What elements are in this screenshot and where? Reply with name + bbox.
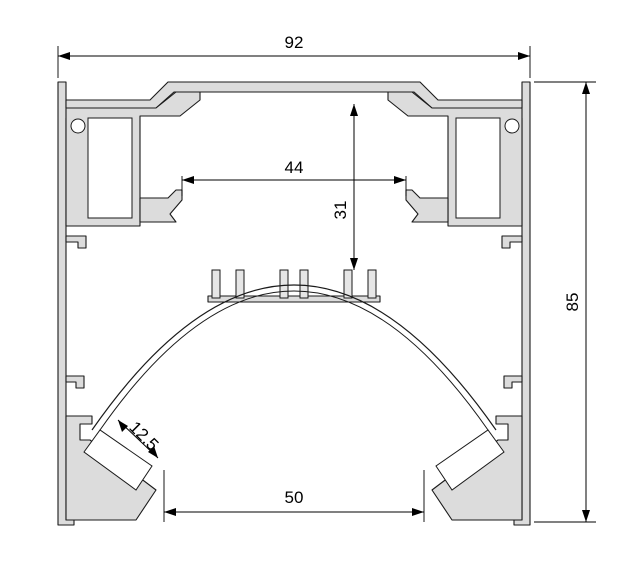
dimension-vertical-depth: 31 (331, 104, 358, 270)
profile-section (57, 81, 531, 526)
heat-sink-base (207, 295, 381, 303)
dimension-overall-height: 85 (534, 81, 596, 523)
left-lower-tab (65, 375, 85, 389)
dimension-overall-height-label: 85 (563, 293, 582, 312)
left-bolt-slot (70, 118, 86, 134)
right-upper-chamber (387, 91, 523, 227)
left-tab (65, 235, 87, 249)
left-led-strip (83, 429, 153, 491)
right-lower-tab (503, 375, 523, 389)
dimension-led-channel-label: 12.5 (125, 418, 162, 455)
left-upper-chamber (65, 91, 201, 227)
top-flange (65, 81, 523, 109)
curved-diffuser (91, 284, 497, 431)
right-hook (405, 189, 449, 223)
curved-diffuser-inner (99, 290, 489, 431)
dimension-overall-width: 92 (57, 33, 531, 78)
right-tab (501, 235, 523, 249)
dimension-bottom-opening-label: 50 (285, 488, 304, 507)
dimension-inner-width-label: 44 (285, 158, 304, 177)
dimension-overall-width-label: 92 (285, 33, 304, 52)
right-upper-hollow (455, 117, 501, 219)
dimension-bottom-opening: 50 (163, 470, 425, 522)
dimension-vertical-depth-label: 31 (331, 201, 350, 220)
right-led-strip (435, 429, 505, 491)
left-hook (139, 189, 183, 223)
heat-sink-fins (211, 269, 377, 299)
right-bolt-slot (504, 118, 520, 134)
left-upper-hollow (87, 117, 133, 219)
dimension-inner-width: 44 (181, 158, 407, 196)
